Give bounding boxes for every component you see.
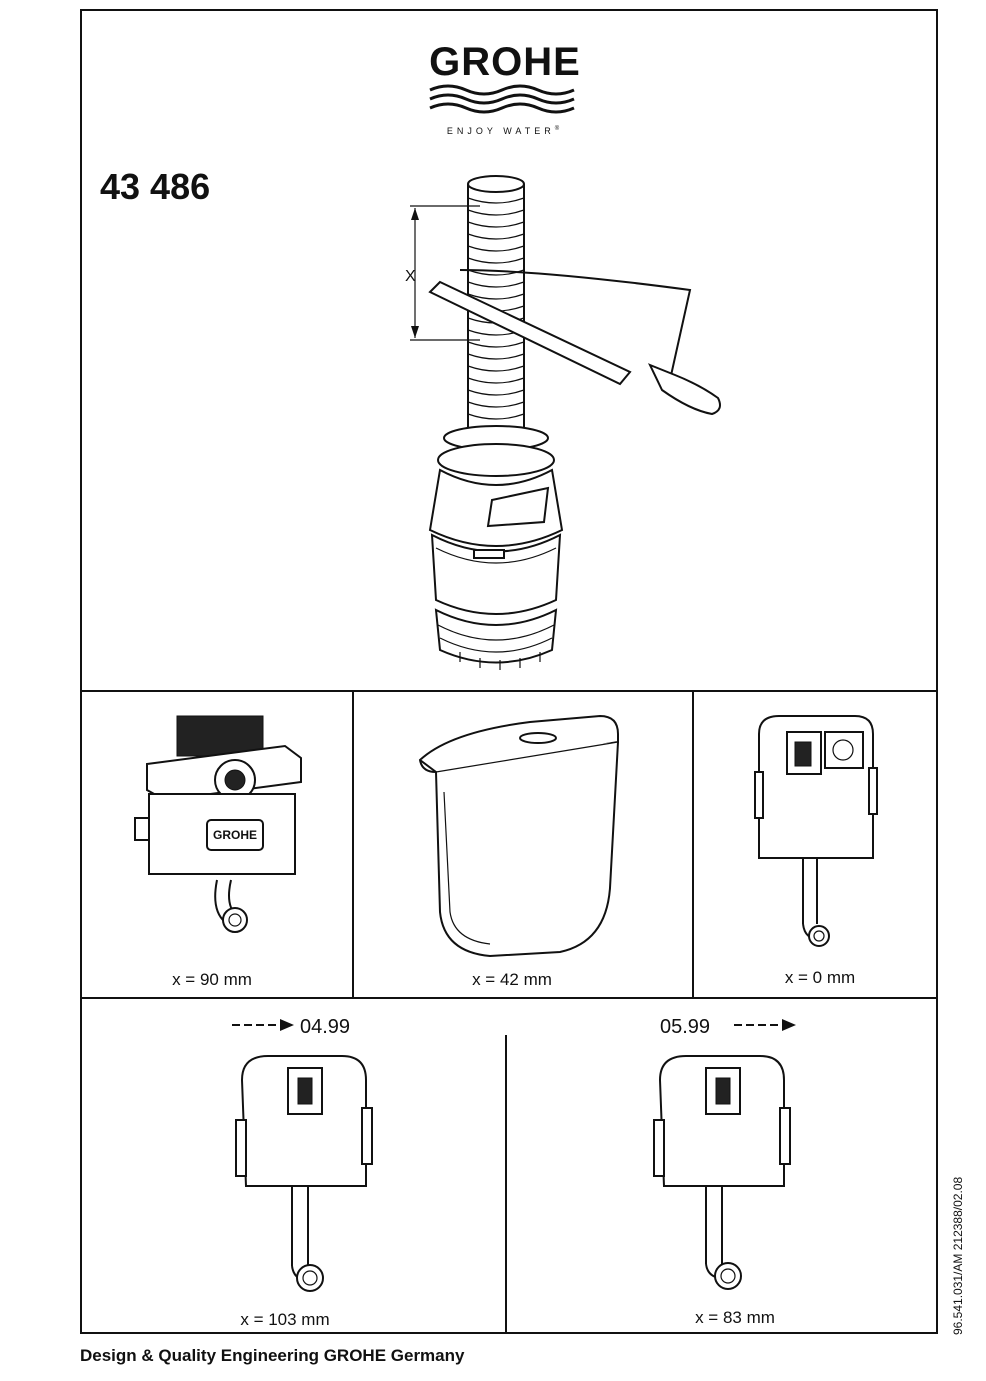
cistern-illustration-1: GROHE bbox=[134, 715, 302, 933]
date-label-before: 04.99 bbox=[300, 1016, 351, 1038]
cistern-illustration-3 bbox=[754, 715, 878, 947]
arrow-right-icon-before bbox=[232, 1019, 294, 1031]
caption-variant-4: x = 103 mm bbox=[240, 1310, 330, 1329]
sheet-frame bbox=[80, 9, 938, 1334]
divider-bottom-col bbox=[505, 1035, 507, 1333]
footer-credit: Design & Quality Engineering GROHE Germa… bbox=[80, 1346, 465, 1365]
cistern-illustration-2 bbox=[418, 714, 619, 958]
grohe-logo: GROHE ENJOY WATER® bbox=[400, 40, 610, 136]
caption-variant-5: x = 83 mm bbox=[695, 1308, 775, 1327]
plate-brand-text: GROHE bbox=[213, 828, 257, 842]
product-number: 43 486 bbox=[100, 166, 211, 207]
logo-waves-icon bbox=[429, 84, 575, 114]
logo-tagline: ENJOY WATER® bbox=[446, 126, 564, 136]
caption-variant-2: x = 42 mm bbox=[472, 970, 552, 989]
dimension-label: X bbox=[405, 268, 416, 285]
caption-variant-3: x = 0 mm bbox=[784, 968, 856, 987]
hacksaw-icon bbox=[428, 269, 721, 416]
caption-variant-1: x = 90 mm bbox=[172, 970, 252, 989]
cistern-illustration-5 bbox=[653, 1055, 791, 1290]
divider-top bbox=[80, 690, 938, 692]
arrow-right-icon-after bbox=[734, 1019, 796, 1031]
flush-valve-illustration bbox=[410, 175, 721, 670]
divider-middle bbox=[80, 997, 938, 999]
divider-col-1 bbox=[352, 690, 354, 998]
cistern-illustration-4 bbox=[235, 1055, 373, 1292]
divider-col-2 bbox=[692, 690, 694, 998]
logo-wordmark: GROHE bbox=[429, 40, 581, 84]
date-label-after: 05.99 bbox=[660, 1016, 711, 1038]
document-reference: 96.541.031/AM 212388/02.08 bbox=[951, 1176, 965, 1335]
